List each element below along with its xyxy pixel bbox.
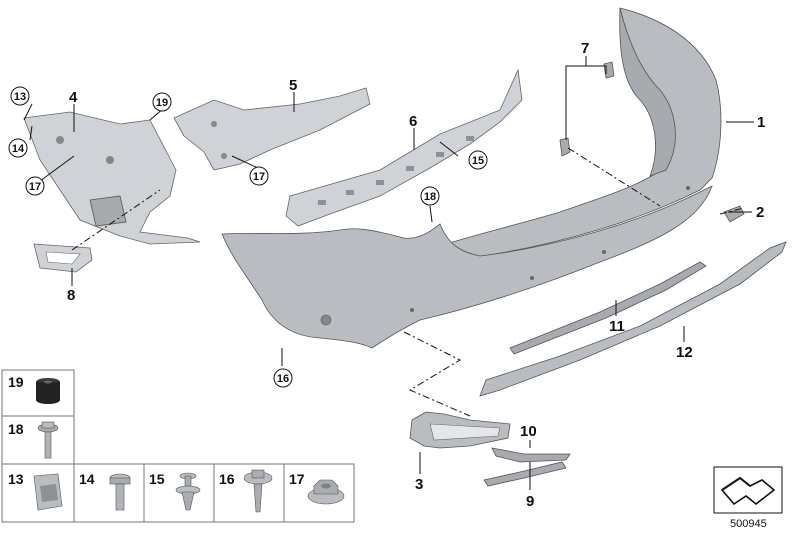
callout-3: 3 xyxy=(415,476,423,493)
svg-text:14: 14 xyxy=(12,143,25,155)
diffuser-strip[interactable] xyxy=(479,241,787,397)
svg-text:19: 19 xyxy=(156,97,168,109)
legend-17-label: 17 xyxy=(289,471,305,487)
legend-16-label: 16 xyxy=(219,471,235,487)
callout-15-circle: 15 xyxy=(468,150,488,170)
bumper-bracket-left[interactable] xyxy=(23,111,201,245)
callout-10: 10 xyxy=(520,423,537,440)
callout-6: 6 xyxy=(409,113,417,130)
trim-strip-upper[interactable] xyxy=(491,447,571,463)
arrow-icon xyxy=(713,466,783,514)
reflector-frame-left[interactable] xyxy=(33,243,93,273)
svg-text:13: 13 xyxy=(14,91,26,103)
callout-17-circle-left: 17 xyxy=(25,176,45,196)
moulding-strip[interactable] xyxy=(509,261,707,355)
callout-2: 2 xyxy=(756,204,764,221)
expanding-rivet-icon xyxy=(175,472,201,511)
callout-12: 12 xyxy=(676,344,693,361)
legend-15-label: 15 xyxy=(149,471,165,487)
legend-19-label: 19 xyxy=(8,374,24,390)
callout-4: 4 xyxy=(69,89,78,106)
callout-11: 11 xyxy=(609,318,625,335)
callout-13-circle: 13 xyxy=(10,86,30,106)
svg-text:15: 15 xyxy=(472,155,484,167)
pan-head-bolt-icon xyxy=(109,473,131,511)
callout-9: 9 xyxy=(526,493,534,510)
flange-nut-icon xyxy=(307,479,345,505)
callout-19-circle: 19 xyxy=(152,92,172,112)
svg-text:17: 17 xyxy=(29,181,41,193)
callout-16-circle: 16 xyxy=(273,368,293,388)
svg-text:17: 17 xyxy=(253,171,265,183)
legend-13-label: 13 xyxy=(8,471,24,487)
fastener-legend: 19 18 13 14 15 16 17 xyxy=(1,369,355,523)
reflector-housing[interactable] xyxy=(409,411,511,449)
dash-lines xyxy=(71,147,745,417)
callout-8: 8 xyxy=(67,287,75,304)
svg-text:18: 18 xyxy=(424,191,436,203)
hex-screw-icon xyxy=(37,421,59,459)
bumper-bracket-side[interactable] xyxy=(173,87,371,171)
collar-screw-icon xyxy=(243,469,273,513)
callout-17-circle-middle: 17 xyxy=(249,166,269,186)
bumper-carrier-bar[interactable] xyxy=(285,68,523,227)
callout-1: 1 xyxy=(757,114,765,131)
callout-14-circle: 14 xyxy=(8,138,28,158)
bumper-lower-section[interactable] xyxy=(221,185,713,349)
diagram-code: 500945 xyxy=(730,518,767,530)
rubber-buffer-icon xyxy=(36,378,60,404)
svg-text:16: 16 xyxy=(277,373,289,385)
legend-18-label: 18 xyxy=(8,421,24,437)
end-cap-right[interactable] xyxy=(723,205,745,223)
callout-7: 7 xyxy=(581,40,589,57)
trim-strip-lower[interactable] xyxy=(483,461,567,487)
callout-18-circle: 18 xyxy=(420,186,440,206)
clip-nut-icon xyxy=(33,473,63,511)
callout-5: 5 xyxy=(289,77,297,94)
bracket-small[interactable] xyxy=(559,61,615,157)
legend-14-label: 14 xyxy=(79,471,95,487)
